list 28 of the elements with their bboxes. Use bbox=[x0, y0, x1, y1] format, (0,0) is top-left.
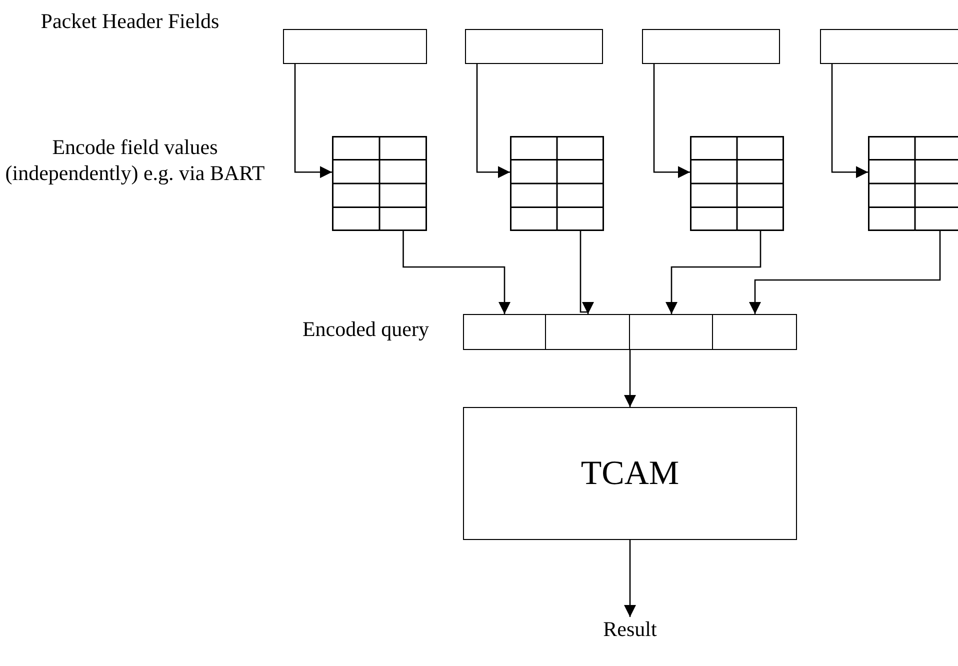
node-caption: Encoded query bbox=[302, 316, 429, 342]
lookup-table bbox=[868, 136, 958, 231]
process-box bbox=[463, 407, 797, 540]
lookup-table bbox=[510, 136, 604, 231]
arrow bbox=[653, 64, 690, 178]
query-segment bbox=[630, 314, 713, 350]
arrow bbox=[624, 350, 636, 407]
query-segment bbox=[713, 314, 797, 350]
lookup-table bbox=[332, 136, 427, 231]
box-label: TCAM bbox=[580, 454, 680, 492]
section-label: Packet Header Fields bbox=[40, 8, 220, 34]
header-field-box bbox=[820, 29, 958, 64]
lookup-table bbox=[690, 136, 784, 231]
header-field-box bbox=[642, 29, 780, 64]
arrow bbox=[831, 64, 868, 178]
header-field-box bbox=[465, 29, 603, 64]
section-note: Encode field values (independently) e.g. via BART bbox=[4, 134, 266, 186]
query-segment bbox=[463, 314, 546, 350]
arrow bbox=[294, 64, 332, 178]
query-segment bbox=[546, 314, 630, 350]
arrow bbox=[624, 540, 636, 617]
arrow bbox=[580, 231, 594, 314]
header-field-box bbox=[283, 29, 427, 64]
result-label: Result bbox=[603, 617, 657, 643]
arrow bbox=[666, 231, 762, 314]
arrow bbox=[476, 64, 510, 178]
arrow bbox=[402, 231, 510, 314]
arrow bbox=[749, 231, 941, 314]
